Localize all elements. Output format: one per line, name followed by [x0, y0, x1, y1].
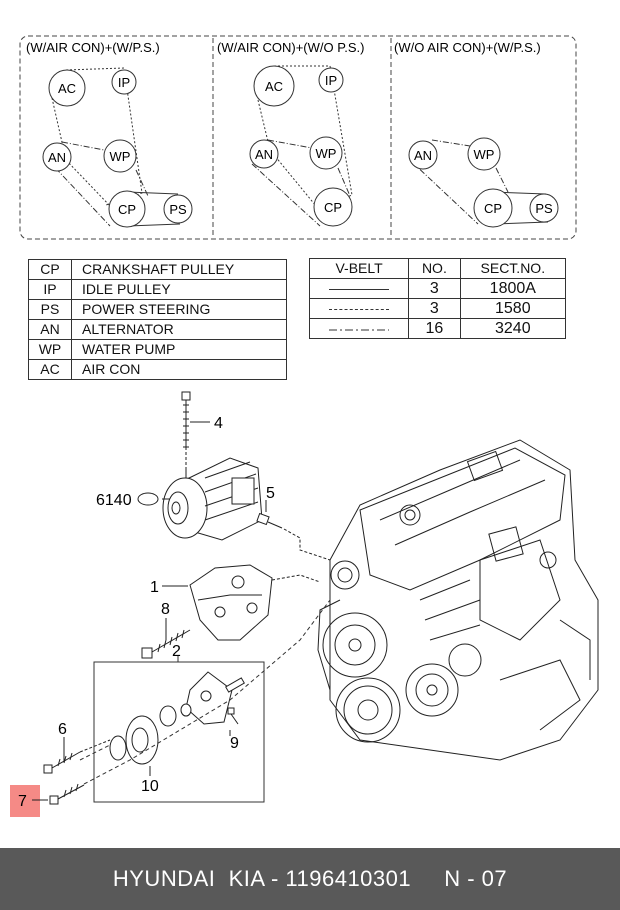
table-row: 3 1800A: [308, 278, 567, 299]
belt-section-title: (W/AIR CON)+(W/O P.S.): [217, 40, 364, 55]
bolt-7: [49, 783, 85, 805]
column-header: SECT.NO.: [459, 258, 567, 279]
pulley-label: CP: [484, 201, 502, 216]
pulley-cp: [473, 188, 513, 228]
pulley-an: [249, 139, 279, 169]
leader-line: [79, 744, 111, 761]
legend-name: AIR CON: [71, 359, 287, 380]
pulley-label: AN: [414, 148, 432, 163]
pulley-label: WP: [316, 146, 337, 161]
pulley-label: AC: [58, 81, 76, 96]
bolt-5: [256, 512, 331, 561]
pulley-label: AC: [265, 79, 283, 94]
tensioner-assembly-box: [93, 661, 265, 803]
belt-no: 16: [408, 318, 461, 339]
leader-line: [271, 574, 321, 583]
pulley-an: [42, 142, 72, 172]
legend-code: AC: [28, 359, 72, 380]
leader-line: [83, 599, 331, 785]
belt-layout-2: [251, 65, 353, 227]
reference-bubble: [137, 492, 159, 506]
v-belt-table: V-BELT NO. SECT.NO. 3 1800A 3 1580 16 32…: [308, 258, 567, 339]
pulley-ps: [529, 193, 559, 223]
pulley-label: PS: [169, 202, 187, 217]
belt-sect: 3240: [459, 318, 567, 339]
compressor-illustration: [162, 457, 263, 541]
legend-code: CP: [28, 259, 72, 280]
pulley-wp: [103, 139, 137, 173]
callout-2: 2: [172, 643, 181, 660]
tensioner-parts: [109, 671, 245, 765]
callout-7-highlight: [10, 785, 40, 817]
callout-6: 6: [58, 721, 67, 738]
legend-code: IP: [28, 279, 72, 300]
callout-leaders: [63, 421, 267, 776]
pulley-label: WP: [110, 149, 131, 164]
pulley-label: AN: [255, 147, 273, 162]
legend-code: PS: [28, 299, 72, 320]
belt-style-dash-dot: [308, 318, 410, 339]
belt-style-solid: [308, 278, 410, 299]
callout-4: 4: [214, 415, 223, 432]
belt-sect: 1800A: [459, 278, 567, 299]
pulley-label: CP: [118, 202, 136, 217]
column-header: V-BELT: [308, 258, 410, 279]
table-row: 3 1580: [308, 298, 567, 319]
column-header: NO.: [408, 258, 461, 279]
pulley-wp: [309, 136, 343, 170]
pulley-ps: [163, 194, 193, 224]
bracket-1: [189, 564, 273, 641]
pulley-cp: [313, 187, 353, 227]
legend-code: AN: [28, 319, 72, 340]
bolt-6: [43, 739, 111, 774]
belt-no: 3: [408, 298, 461, 319]
pulley-label: WP: [474, 147, 495, 162]
legend-name: ALTERNATOR: [71, 319, 287, 340]
belt-style-dashed: [308, 298, 410, 319]
pulley-ac: [48, 69, 86, 107]
pulley-wp: [467, 137, 501, 171]
bolt-4: [181, 391, 191, 476]
pulley-an: [408, 140, 438, 170]
callout-8: 8: [161, 601, 170, 618]
engine-illustration: [317, 439, 599, 761]
callout-1: 1: [150, 579, 159, 596]
legend-name: POWER STEERING: [71, 299, 287, 320]
dash-dot-line: [329, 329, 390, 331]
pulley-ip: [318, 67, 344, 93]
callout-5: 5: [266, 485, 275, 502]
legend-name: CRANKSHAFT PULLEY: [71, 259, 287, 280]
callout-ref-6140: 6140: [96, 492, 132, 509]
pulley-label: PS: [535, 201, 553, 216]
pulley-label: IP: [118, 75, 130, 90]
belt-section-title: (W/O AIR CON)+(W/P.S.): [394, 40, 541, 55]
pulley-cp: [108, 190, 146, 228]
callout-10: 10: [141, 778, 159, 795]
parts-diagram: (W/AIR CON)+(W/P.S.) (W/AIR CON)+(W/O P.…: [19, 35, 599, 805]
belt-no: 3: [408, 278, 461, 299]
pulley-ac: [253, 65, 295, 107]
footer-bar: HYUNDAI KIA - 1196410301 N - 07: [0, 848, 620, 910]
pulley-label: AN: [48, 150, 66, 165]
bolt-8: [141, 629, 191, 659]
pulley-label: CP: [324, 200, 342, 215]
footer-text: HYUNDAI KIA - 1196410301 N - 07: [112, 866, 508, 891]
pulley-label: IP: [325, 73, 337, 88]
legend-name: IDLE PULLEY: [71, 279, 287, 300]
table-row: 16 3240: [308, 318, 567, 339]
pulley-ip: [111, 69, 137, 95]
callout-9: 9: [230, 735, 239, 752]
belt-sect: 1580: [459, 298, 567, 319]
belt-section-title: (W/AIR CON)+(W/P.S.): [26, 40, 160, 55]
legend-code: WP: [28, 339, 72, 360]
legend-name: WATER PUMP: [71, 339, 287, 360]
table-header-row: V-BELT NO. SECT.NO.: [308, 258, 567, 279]
